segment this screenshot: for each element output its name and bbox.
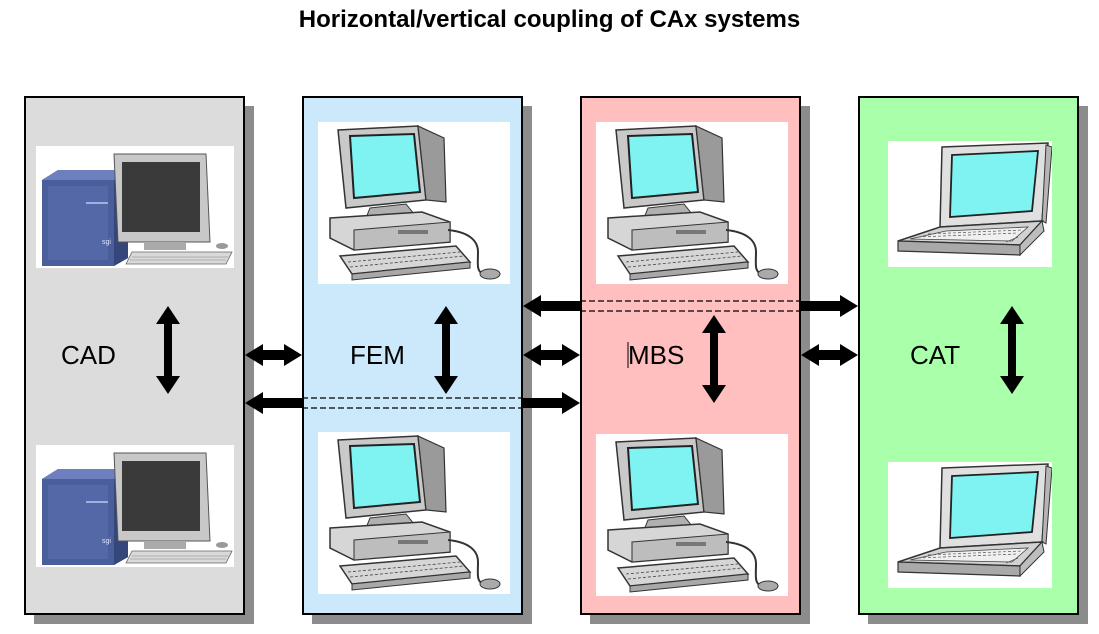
mbs-computer-bottom	[596, 434, 788, 596]
fem-label: FEM	[350, 340, 405, 370]
mbs-computer-top	[596, 122, 788, 284]
diagram-title: Horizontal/vertical coupling of CAx syst…	[298, 6, 801, 33]
svg-text:sgi: sgi	[102, 538, 111, 545]
cat-computer-top	[888, 141, 1052, 267]
cad-mbs-bypass-arrow	[245, 392, 580, 414]
cad-computer-top: sgi	[36, 146, 234, 268]
svg-text:sgi: sgi	[102, 239, 111, 246]
mbs-cat-arrow	[801, 344, 858, 366]
laptop-icon	[897, 463, 1052, 578]
fem-panel: FEM	[302, 96, 523, 615]
fem-mbs-arrow	[523, 344, 580, 366]
sgi-workstation-icon: sgi	[42, 452, 233, 565]
mbs-label: MBS	[628, 340, 685, 370]
cat-computer-bottom	[888, 462, 1052, 588]
cad-fem-arrow	[245, 344, 302, 366]
cad-vertical-arrow	[156, 306, 180, 394]
mbs-vertical-arrow	[702, 315, 726, 403]
laptop-icon	[897, 142, 1052, 257]
cad-label: CAD	[61, 340, 116, 370]
desktop-pc-icon	[329, 435, 501, 591]
cat-panel: CAT	[858, 96, 1079, 615]
fem-vertical-arrow	[434, 306, 458, 394]
fem-cat-bypass-arrow	[523, 295, 858, 317]
desktop-pc-icon	[607, 125, 779, 281]
cad-panel: sgi CAD sgi	[24, 96, 245, 615]
fem-computer-bottom	[318, 432, 510, 594]
cat-vertical-arrow	[1000, 306, 1024, 394]
cat-label: CAT	[910, 340, 961, 370]
mbs-panel: MBS	[580, 96, 801, 615]
desktop-pc-icon	[329, 125, 501, 281]
fem-computer-top	[318, 122, 510, 284]
desktop-pc-icon	[607, 437, 779, 593]
cad-computer-bottom: sgi	[36, 445, 234, 567]
sgi-workstation-icon: sgi	[42, 153, 233, 266]
